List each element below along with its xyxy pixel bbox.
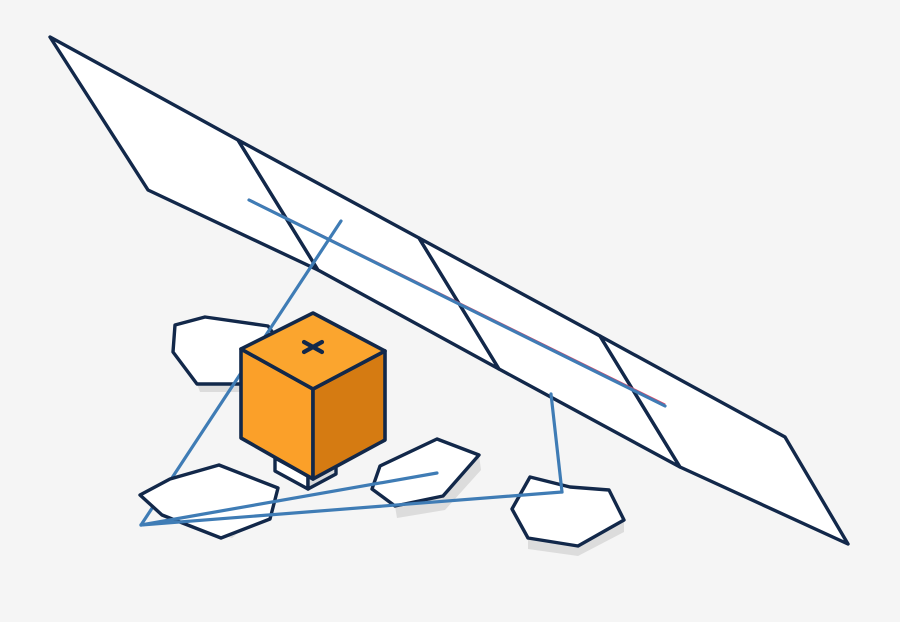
hex-tile-lower-left-top [138, 463, 280, 540]
blue-route-segment-cross-right [549, 392, 564, 494]
blue-route-diagonal [247, 198, 667, 408]
cube-top-face [239, 311, 387, 391]
blue-route-segment-tail [139, 471, 439, 527]
hex-tile-lower-left [138, 463, 280, 540]
ribbon-segment-1 [48, 35, 320, 272]
hex-tile-bottom-right [510, 475, 626, 556]
blue-route-lower [139, 392, 564, 527]
segmented-ribbon [48, 35, 850, 546]
hex-tile-bottom-right-shadow [528, 520, 624, 556]
x-marker-icon [301, 339, 325, 355]
blue-route-segment-long-diagonal [247, 198, 667, 408]
hex-tile-center-right-top [370, 437, 481, 508]
x-marker-stroke-b [301, 339, 325, 355]
orange-marker-cube[interactable] [239, 311, 387, 481]
ribbon-segment-4 [598, 334, 850, 546]
ribbon-segment-3 [417, 236, 682, 469]
blue-route-segment-lower-left [139, 490, 564, 527]
